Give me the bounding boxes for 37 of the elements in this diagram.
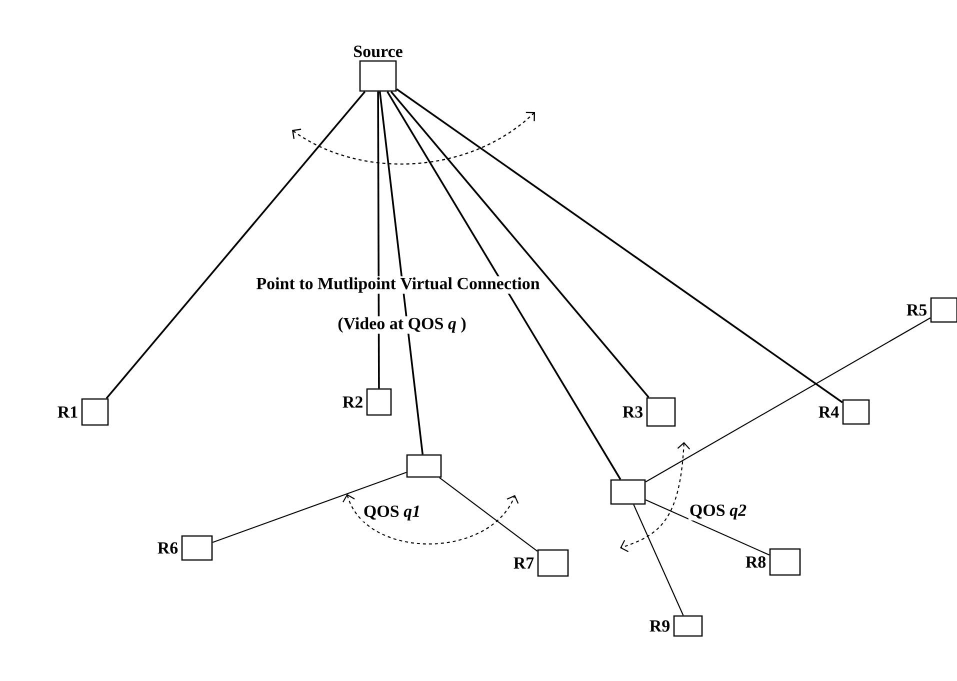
node-label: Source bbox=[354, 46, 402, 58]
annotation-label: Point to Mutlipoint Virtual Connection bbox=[256, 277, 540, 293]
connection-line bbox=[378, 92, 424, 454]
receiver-box: R7 bbox=[514, 549, 569, 577]
receiver-box: R3 bbox=[622, 397, 676, 427]
receiver-box: R4 bbox=[818, 399, 870, 425]
receiver-box: R2 bbox=[342, 388, 392, 416]
receiver-box bbox=[406, 454, 442, 478]
connection-line bbox=[212, 472, 407, 543]
node-label: R4 bbox=[818, 406, 839, 418]
receiver-box bbox=[610, 479, 646, 505]
connection-line bbox=[439, 477, 538, 552]
connection-line bbox=[645, 499, 770, 556]
receiver-box: R9 bbox=[650, 615, 703, 637]
node-label: R6 bbox=[158, 542, 178, 554]
node-label: R8 bbox=[746, 556, 766, 568]
connection-line bbox=[386, 91, 622, 480]
receiver-box: Source bbox=[354, 46, 402, 92]
connection-line bbox=[645, 317, 931, 482]
connection-line bbox=[633, 504, 684, 616]
annotation-label: QOS q2 bbox=[690, 504, 746, 520]
annotation-label: QOS q1 bbox=[364, 506, 419, 520]
receiver-box: R5 bbox=[906, 297, 957, 323]
annotation-label: (Video at QOS q ) bbox=[338, 317, 466, 333]
connection-line bbox=[377, 92, 380, 388]
receiver-box: R1 bbox=[58, 398, 109, 426]
receiver-box: R6 bbox=[158, 535, 213, 561]
node-label: R1 bbox=[58, 406, 78, 418]
connection-line bbox=[390, 91, 650, 398]
node-label: R2 bbox=[342, 396, 362, 408]
connection-line bbox=[106, 91, 366, 399]
node-label: R3 bbox=[622, 406, 643, 418]
receiver-box: R8 bbox=[746, 548, 801, 576]
node-label: R9 bbox=[650, 620, 670, 632]
node-label: R7 bbox=[514, 557, 534, 569]
node-label: R5 bbox=[906, 304, 927, 316]
connection-line bbox=[396, 88, 843, 404]
